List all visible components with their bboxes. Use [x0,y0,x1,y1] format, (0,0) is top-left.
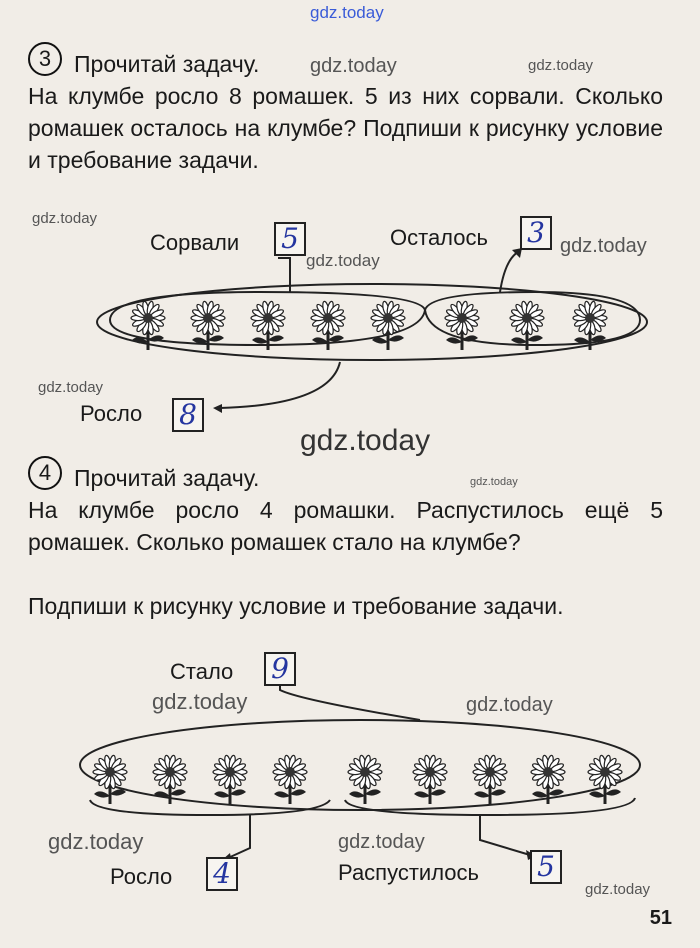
daisy-icon [212,754,248,804]
watermark: gdz.today [306,251,380,270]
task-3-heading: Прочитай задачу. [74,51,260,77]
daisy-icon [152,754,188,804]
answer-box-grew-2[interactable]: 4 [206,857,238,891]
arrow-bloomed [479,815,531,856]
daisy-icon [412,754,448,804]
label-picked: Сорвали [150,230,240,255]
arrow-left [499,251,519,293]
label-became: Стало [170,659,234,684]
daisy-icon [250,300,286,350]
page-number: 51 [649,907,672,929]
answer-box-picked[interactable]: 5 [274,222,306,256]
task-4-text: На клумбе росло 4 ромашки. Распустилось … [28,497,663,555]
daisy-icon [130,300,166,350]
watermark: gdz.today [466,694,553,716]
watermark: gdz.today [32,210,98,227]
bloomed-bracket [344,797,636,817]
daisy-icon [92,754,128,804]
arrowhead [512,248,522,258]
label-grew-2: Росло [110,864,173,889]
grew-bracket [89,799,331,817]
task-4-heading: Прочитай задачу. [74,465,260,491]
watermark: gdz.today [338,831,425,853]
watermark: gdz.today [300,424,431,457]
arrow-grew-2 [227,815,251,859]
arrow-became [279,684,421,721]
arrowhead [213,404,222,413]
watermark: gdz.today [152,689,248,714]
answer-box-grew[interactable]: 8 [172,398,204,432]
label-bloomed: Распустилось [338,860,479,885]
answer-box-became[interactable]: 9 [264,652,296,686]
task-3-number: 3 [28,42,62,76]
daisy-icon [509,300,545,350]
daisy-icon [572,300,608,350]
answer-box-left[interactable]: 3 [520,216,552,250]
flowerbed-oval-2 [79,719,641,811]
watermark: gdz.today [38,379,104,396]
daisy-icon [530,754,566,804]
daisy-icon [272,754,308,804]
watermark: gdz.today [470,476,518,488]
flowerbed-oval [96,283,648,361]
label-left: Осталось [390,225,488,250]
daisy-icon [347,754,383,804]
left-group-oval [423,290,642,347]
daisy-icon [190,300,226,350]
daisy-icon [472,754,508,804]
watermark: gdz.today [528,57,594,74]
task-3-text: На клумбе росло 8 ромашек. 5 из них сорв… [28,83,663,173]
arrow-grew [219,361,341,409]
daisy-icon [370,300,406,350]
watermark: gdz.today [560,235,647,257]
watermark: gdz.today [310,3,384,22]
arrow-picked [278,257,291,292]
daisy-icon [444,300,480,350]
daisy-icon [587,754,623,804]
watermark: gdz.today [48,829,144,854]
task-4-number: 4 [28,456,62,490]
watermark: gdz.today [310,55,397,77]
daisy-icon [310,300,346,350]
task-4-instruction: Подпиши к рисунку условие и требование з… [28,593,564,619]
label-grew: Росло [80,401,143,426]
watermark: gdz.today [585,881,651,898]
answer-box-bloomed[interactable]: 5 [530,850,562,884]
